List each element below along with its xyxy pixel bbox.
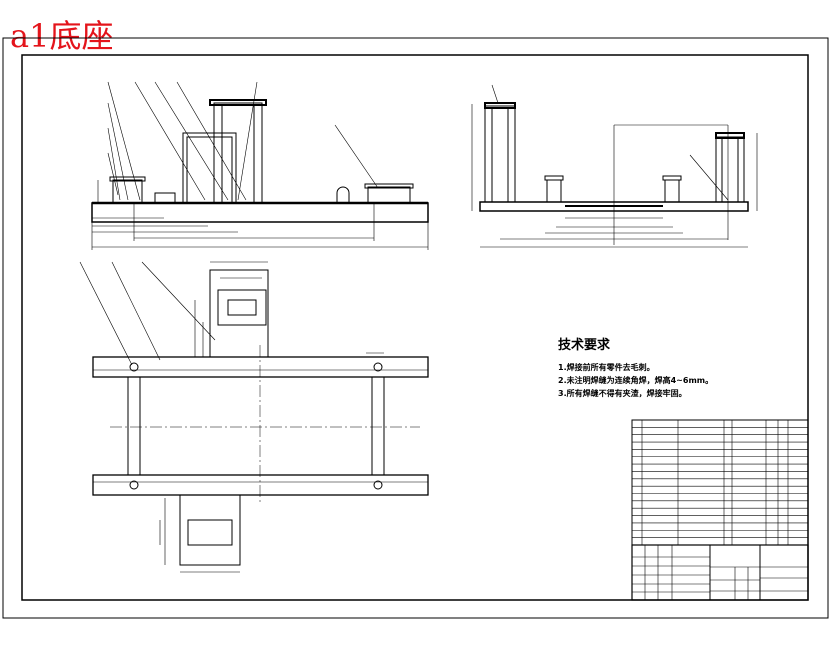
tech-req-item: 1.焊接前所有零件去毛刺。 <box>558 363 655 372</box>
tech-req-item: 2.未注明焊缝为连续角焊，焊高4~6mm。 <box>558 376 714 385</box>
top-view <box>79 261 429 573</box>
tech-req-item: 3.所有焊缝不得有夹渣，焊接牢固。 <box>558 389 687 398</box>
inner-frame <box>21 54 809 601</box>
parts-list-table <box>631 419 809 546</box>
drawing-title: a1底座 <box>10 17 114 55</box>
side-view <box>471 84 758 248</box>
front-view <box>91 81 429 250</box>
technical-requirements: 技术要求 1.焊接前所有零件去毛刺。 2.未注明焊缝为连续角焊，焊高4~6mm。… <box>558 334 713 400</box>
outer-border <box>2 37 829 619</box>
tech-req-heading: 技术要求 <box>558 338 611 353</box>
title-block <box>631 544 809 601</box>
